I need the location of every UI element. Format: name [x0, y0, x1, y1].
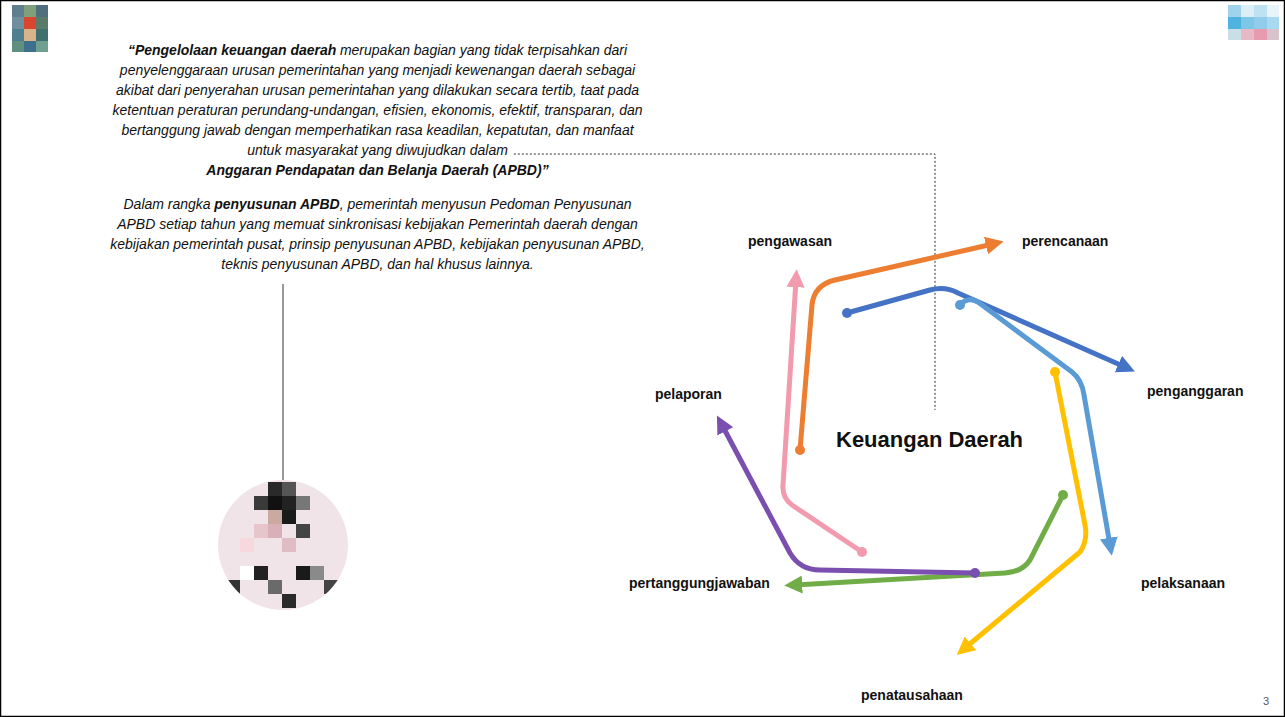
- logo-pixel: [1267, 5, 1279, 17]
- photo-pixel: [282, 482, 296, 496]
- arrow-dot: [857, 547, 867, 557]
- cycle-arrow: [800, 244, 993, 450]
- logo-pixel: [36, 17, 48, 29]
- logo-pixel: [1267, 29, 1279, 40]
- cycle-label: pelaporan: [655, 385, 722, 403]
- logo-pixel: [12, 41, 24, 52]
- logo-pixel: [1254, 17, 1267, 29]
- quote-text: merupakan bagian yang tidak terpisahkan …: [112, 42, 642, 158]
- quote-emphasis: Anggaran Pendapatan dan Belanja Daerah (…: [105, 160, 650, 180]
- cycle-label: penatausahaan: [861, 686, 963, 704]
- cycle: [722, 244, 1125, 648]
- photo-pixel: [268, 510, 282, 524]
- logo-right: [1228, 5, 1279, 40]
- cycle-arrow: [965, 372, 1086, 648]
- logo-pixel: [1228, 17, 1241, 29]
- cycle-label: pertanggungjawaban: [629, 574, 770, 592]
- leader-line: [283, 284, 284, 480]
- center-label: Keuangan Daerah: [836, 426, 1023, 454]
- quote-block: Dalam rangkapenyusunan APBD, pemerintah …: [105, 194, 650, 274]
- cycle-arrow: [783, 280, 862, 552]
- logo-pixel: [36, 29, 48, 41]
- photo-pixel: [254, 524, 268, 538]
- photo-pixel: [240, 566, 254, 580]
- photo-pixel: [296, 496, 310, 510]
- quote-block: “Pengelolaan keuangan daerahmerupakan ba…: [105, 40, 650, 180]
- photo-pixel: [226, 580, 240, 594]
- logo-pixel: [12, 5, 24, 17]
- photo-pixel: [282, 496, 296, 510]
- quote-heading: “Pengelolaan keuangan daerah: [128, 42, 337, 58]
- photo-pixel: [324, 580, 338, 594]
- arrow-dot: [795, 445, 805, 455]
- logo-pixel: [1241, 29, 1254, 40]
- cycle-arrow: [847, 289, 1125, 367]
- logo-pixel: [36, 41, 48, 52]
- body-text: Dalam rangka: [123, 196, 210, 212]
- logo-pixel: [1254, 29, 1267, 40]
- cycle-label: perencanaan: [1022, 232, 1108, 250]
- photo-pixel: [296, 524, 310, 538]
- logo-pixel: [12, 17, 24, 29]
- arrow-dot: [970, 568, 980, 578]
- cycle-label: penganggaran: [1147, 382, 1243, 400]
- body-emphasis: penyusunan APBD: [214, 196, 340, 212]
- logo-pixel: [24, 29, 36, 41]
- logo-pixel: [1254, 5, 1267, 17]
- logo-pixel: [1228, 29, 1241, 40]
- arrow-dot: [1050, 367, 1060, 377]
- logo-pixel: [1241, 5, 1254, 17]
- photo-pixel: [254, 566, 268, 580]
- logo-pixel: [24, 5, 36, 17]
- cycle-label: pelaksanaan: [1141, 574, 1225, 592]
- cycle-label: pengawasan: [748, 232, 832, 250]
- photo-pixel: [296, 566, 310, 580]
- photo-pixel: [240, 538, 254, 552]
- photo-pixel: [268, 524, 282, 538]
- logo-pixel: [1267, 17, 1279, 29]
- arrow-dot: [842, 308, 852, 318]
- photo-pixel: [282, 594, 296, 608]
- logo-left: [12, 5, 48, 52]
- logo-pixel: [1228, 5, 1241, 17]
- photo-pixel: [254, 496, 268, 510]
- arrow-dot: [955, 300, 965, 310]
- photo-pixel: [218, 480, 348, 610]
- photo-pixel: [268, 580, 282, 594]
- photo-pixel: [268, 482, 282, 496]
- logo-pixel: [24, 41, 36, 52]
- photo: [218, 480, 348, 610]
- photo-pixel: [268, 496, 282, 510]
- page-number: 3: [1263, 694, 1269, 708]
- logo-pixel: [12, 29, 24, 41]
- arrow-dot: [1058, 490, 1068, 500]
- logo-pixel: [36, 5, 48, 17]
- photo-pixel: [282, 510, 296, 524]
- logo-pixel: [1241, 17, 1254, 29]
- cycle-arrow: [960, 300, 1110, 545]
- photo-pixel: [282, 538, 296, 552]
- photo-pixel: [310, 566, 324, 580]
- leader-line: [514, 154, 935, 410]
- logo-pixel: [24, 17, 36, 29]
